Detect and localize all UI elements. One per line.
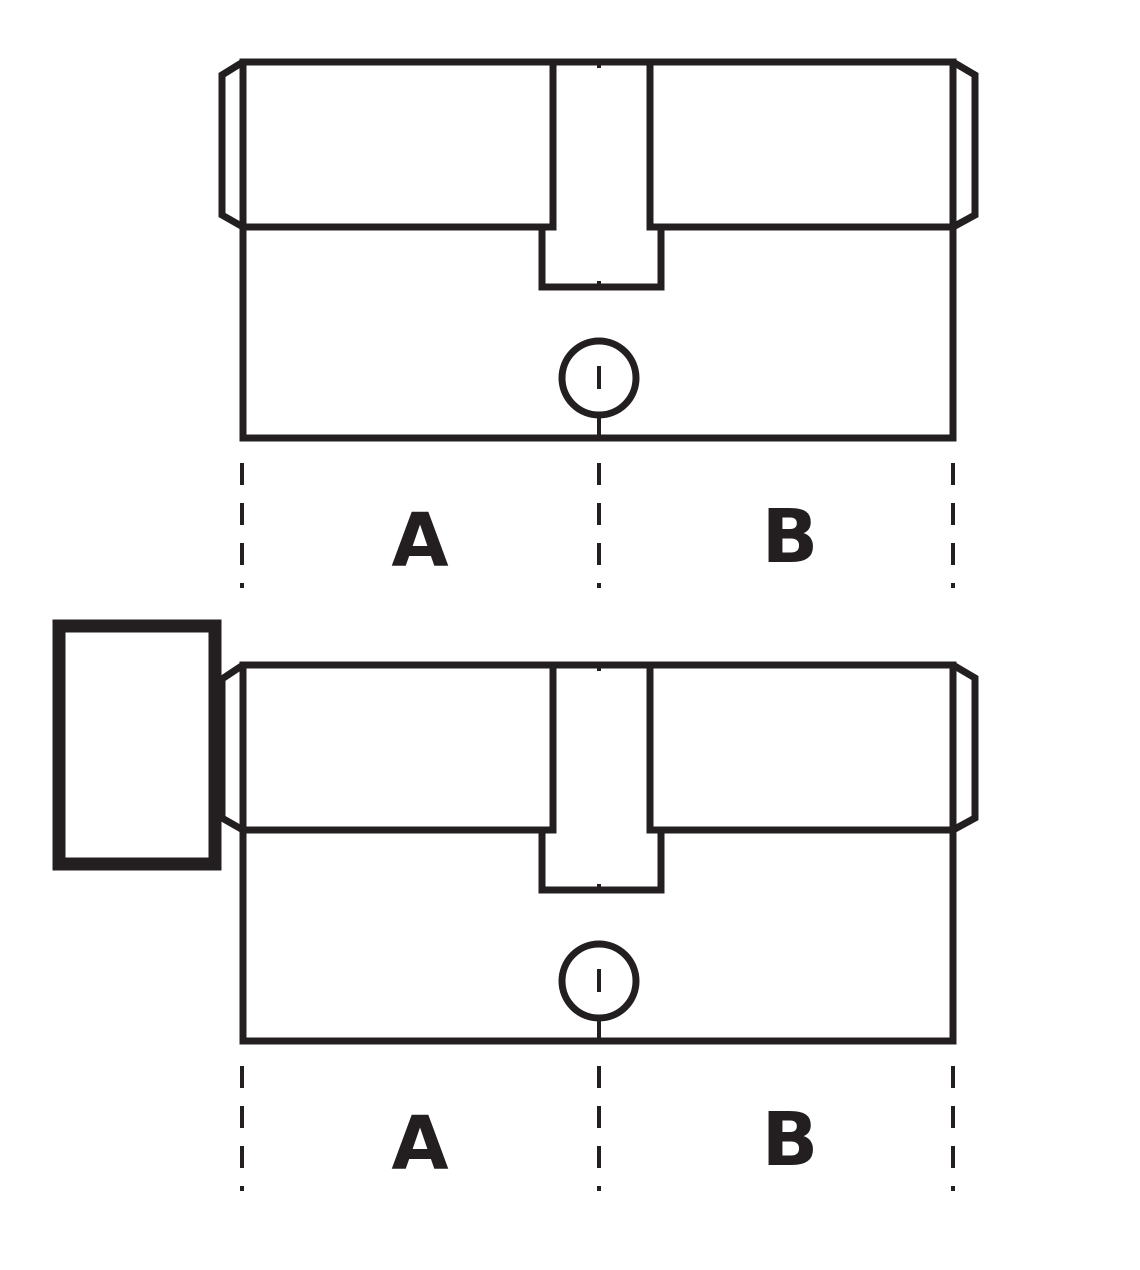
thumb-turn-knob — [52, 619, 222, 871]
fixing-screw-hole — [558, 337, 640, 419]
left-end-cap — [218, 662, 245, 834]
thumb-turn-cylinder-dimensions: A B — [240, 1066, 955, 1191]
right-end-cap — [951, 661, 979, 834]
cam-slot — [538, 62, 665, 291]
cam-slot — [538, 665, 665, 894]
left-end-cap — [218, 59, 245, 231]
cylinder-body-outline — [239, 58, 957, 442]
dimension-label-a: A — [391, 498, 448, 584]
double-cylinder-dimensions: A B — [240, 463, 955, 588]
fixing-screw-hole — [558, 940, 640, 1022]
dimension-label-b: B — [762, 494, 818, 580]
cylinder-body-outline — [239, 661, 957, 1045]
double-cylinder-drawing — [218, 58, 979, 442]
dimension-label-a: A — [391, 1101, 448, 1187]
dimension-label-b: B — [762, 1097, 818, 1183]
thumb-turn-cylinder-drawing — [52, 619, 979, 1045]
right-end-cap — [951, 58, 979, 231]
